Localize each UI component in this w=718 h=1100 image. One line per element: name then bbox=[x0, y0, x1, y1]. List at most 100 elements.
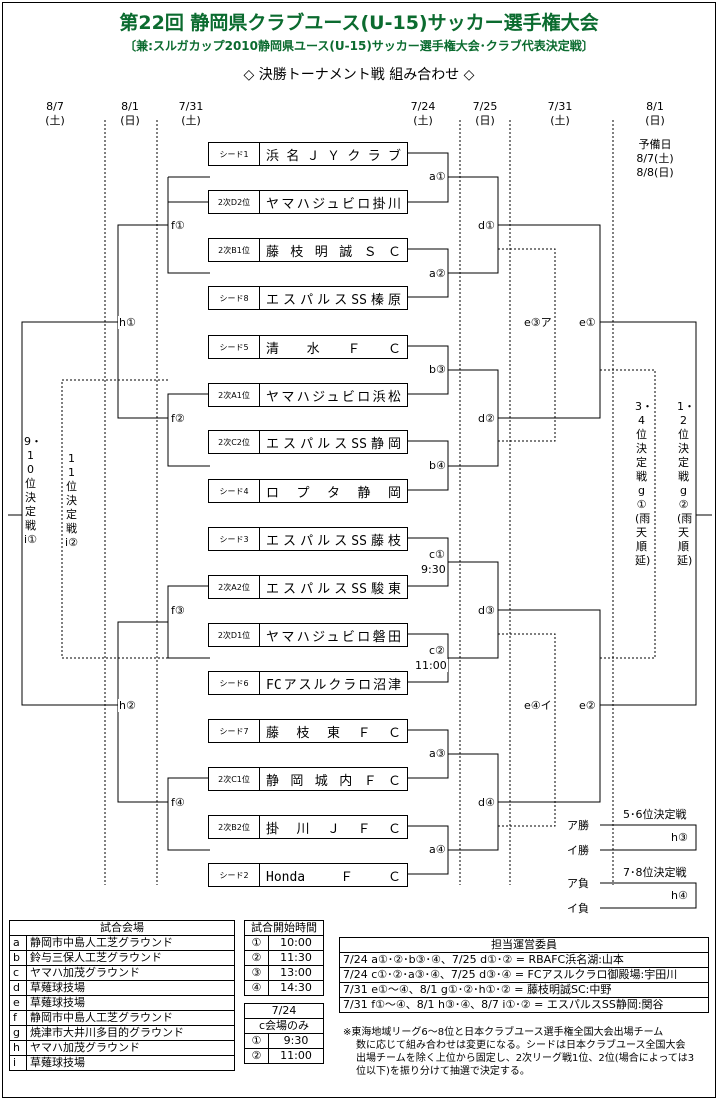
seed-label: 2次D2位 bbox=[209, 191, 260, 213]
seed-label: シード2 bbox=[209, 864, 260, 886]
team-name: エスパルスSS榛原 bbox=[266, 292, 401, 308]
seed-label: シード8 bbox=[209, 287, 260, 309]
seed-label: 2次A1位 bbox=[209, 384, 260, 406]
team-name: エスパルスSS駿東 bbox=[266, 581, 401, 597]
seed-label: シード6 bbox=[209, 672, 260, 694]
seed-label: 2次C2位 bbox=[209, 431, 260, 453]
team-name: ヤマハジュビロ磐田 bbox=[266, 629, 401, 645]
page-subtitle: 〔兼:スルガカップ2010静岡県ユース(U-15)サッカー選手権大会･クラブ代表… bbox=[124, 39, 594, 53]
date-col-7-24: 7/24(土) bbox=[410, 100, 436, 127]
eleventh-place-match: 11位決定戦i② bbox=[65, 452, 78, 550]
third-place-match: 3・4位決定戦g①(雨天順延) bbox=[635, 400, 653, 568]
match-label-b3: b③ bbox=[428, 363, 447, 376]
ninth-place-match: 9・10位決定戦i① bbox=[24, 435, 42, 547]
match-label-c2: c② bbox=[428, 644, 446, 657]
date-col-7-25: 7/25(日) bbox=[472, 100, 498, 127]
match-time-c1: 9:30 bbox=[420, 563, 447, 576]
date-col-7-31: 7/31(土) bbox=[178, 100, 204, 127]
team-name: 藤枝明誠ＳＣ bbox=[266, 244, 401, 260]
time-table-header: 試合開始時間 bbox=[244, 920, 324, 936]
seed-label: 2次B1位 bbox=[209, 239, 260, 261]
match-label-e2: e② bbox=[578, 699, 597, 712]
match-label-h2: h② bbox=[118, 699, 137, 712]
match-label-a1: a① bbox=[428, 170, 447, 183]
seed-label: 2次B2位 bbox=[209, 816, 260, 838]
table-row: 7/24 c①･②･a③･④、7/25 d③･④ = FCアスルクラロ御殿場:宇… bbox=[339, 967, 709, 983]
seed-label: シード5 bbox=[209, 336, 260, 358]
committee-table: 担当運営委員 7/24 a①･②･b③･④、7/25 d①･② = RBAFC浜… bbox=[339, 937, 709, 1013]
team-slot-6: 2次A1位ヤマハジュビロ浜松 bbox=[208, 383, 408, 407]
team-name: 清水ＦＣ bbox=[266, 341, 401, 357]
table-row: 7/24 a①･②･b③･④、7/25 d①･② = RBAFC浜名湖:山本 bbox=[339, 952, 709, 968]
match-time-c2: 11:00 bbox=[414, 659, 448, 672]
team-name: 静岡城内ＦＣ bbox=[266, 773, 401, 789]
match-label-b4: b④ bbox=[428, 459, 447, 472]
seed-label: シード7 bbox=[209, 720, 260, 742]
seventh-place-title: 7･8位決定戦 bbox=[622, 866, 688, 879]
team-slot-15: 2次B2位掛川ＪＦＣ bbox=[208, 815, 408, 839]
date-col-7-31-right: 7/31(土) bbox=[547, 100, 573, 127]
match-label-a2: a② bbox=[428, 267, 447, 280]
team-slot-14: 2次C1位静岡城内ＦＣ bbox=[208, 767, 408, 791]
date-col-8-1: 8/1(日) bbox=[120, 100, 140, 127]
team-slot-3: 2次B1位藤枝明誠ＳＣ bbox=[208, 238, 408, 262]
date-col-8-7: 8/7(土) bbox=[45, 100, 65, 127]
team-name: ロプタ静岡 bbox=[266, 485, 401, 501]
team-slot-16: シード2 HondaＦＣ bbox=[208, 863, 408, 887]
match-label-d3: d③ bbox=[477, 604, 496, 617]
team-slot-4: シード8 エスパルスSS榛原 bbox=[208, 286, 408, 310]
team-name: 掛川ＪＦＣ bbox=[266, 821, 401, 837]
team-slot-1: シード1 浜名ＪＹクラブ bbox=[208, 142, 408, 166]
match-label-d2: d② bbox=[477, 412, 496, 425]
i-loser-label: イ負 bbox=[566, 902, 590, 915]
a-winner-label: ア勝 bbox=[566, 819, 590, 832]
team-name: HondaＦＣ bbox=[266, 869, 401, 885]
match-label-e1: e① bbox=[578, 316, 597, 329]
table-row: 7/31 f①～④、8/1 h③･④、8/7 i①･② = エスパルスSS静岡:… bbox=[339, 997, 709, 1013]
match-label-h1: h① bbox=[118, 316, 137, 329]
bracket-heading: ◇ 決勝トーナメント戦 組み合わせ ◇ bbox=[243, 67, 475, 83]
team-slot-5: シード5 清水ＦＣ bbox=[208, 335, 408, 359]
team-name: 浜名ＪＹクラブ bbox=[266, 148, 401, 164]
team-name: ヤマハジュビロ掛川 bbox=[266, 196, 401, 212]
seed-label: 2次D1位 bbox=[209, 624, 260, 646]
team-slot-12: シード6 FCアスルクラロ沼津 bbox=[208, 671, 408, 695]
match-label-f4: f④ bbox=[170, 796, 186, 809]
date-col-8-1-right: 8/1(日) bbox=[645, 100, 665, 127]
match-label-f1: f① bbox=[170, 219, 186, 232]
match-label-e3: e③ア bbox=[523, 316, 553, 329]
match-label-d4: d④ bbox=[477, 796, 496, 809]
seed-label: シード1 bbox=[209, 143, 260, 165]
team-name: FCアスルクラロ沼津 bbox=[266, 677, 401, 693]
match-label-e4: e④イ bbox=[523, 699, 553, 712]
match-label-f2: f② bbox=[170, 412, 186, 425]
committee-header: 担当運営委員 bbox=[339, 937, 709, 953]
team-slot-10: 2次A2位エスパルスSS駿東 bbox=[208, 575, 408, 599]
fifth-place-title: 5･6位決定戦 bbox=[622, 808, 688, 821]
i-winner-label: イ勝 bbox=[566, 844, 590, 857]
seed-label: 2次A2位 bbox=[209, 576, 260, 598]
team-slot-2: 2次D2位ヤマハジュビロ掛川 bbox=[208, 190, 408, 214]
seed-label: 2次C1位 bbox=[209, 768, 260, 790]
page-title: 第22回 静岡県クラブユース(U-15)サッカー選手権大会 bbox=[119, 12, 599, 34]
match-label-h4: h④ bbox=[670, 889, 689, 902]
footnote: ※東海地域リーグ6～8位と日本クラブユース選手権全国大会出場チーム 数に応じて組… bbox=[343, 1027, 695, 1077]
